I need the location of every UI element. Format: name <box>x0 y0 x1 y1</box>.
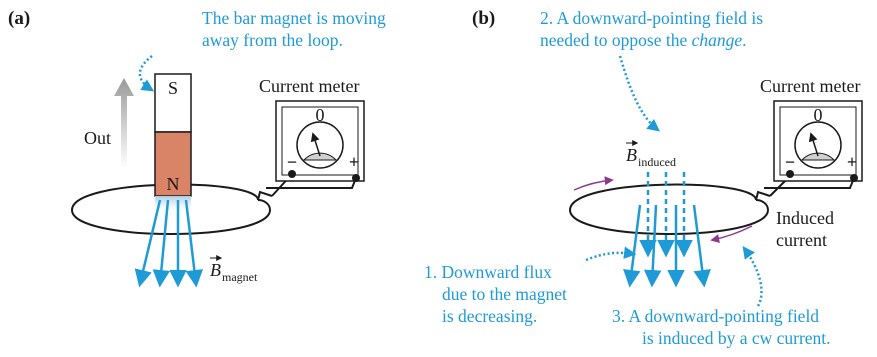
svg-text:B: B <box>210 260 221 280</box>
panel-b-label: (b) <box>472 8 495 29</box>
svg-text:+: + <box>847 152 857 172</box>
loop-b-back <box>569 183 757 211</box>
panel-b-note1-line-1: 1. Downward flux <box>424 262 552 282</box>
magnet-field-lines-b <box>623 204 711 288</box>
b-induced-label: B induced <box>626 140 676 169</box>
panel-b-note1-line-2: due to the magnet <box>442 284 567 304</box>
panel-b-note2-line-1: 2. A downward-pointing field is <box>540 8 763 28</box>
svg-text:−: − <box>785 152 795 172</box>
panel-a-note-line-2: away from the loop. <box>202 30 343 50</box>
induced-current-label-line-2: current <box>776 230 827 250</box>
loop-a-front <box>71 199 272 235</box>
svg-text:B: B <box>626 145 637 165</box>
loop-b-front <box>569 199 770 235</box>
svg-text:magnet: magnet <box>222 270 258 284</box>
svg-text:induced: induced <box>638 155 676 169</box>
panel-b-note1-line-3: is decreasing. <box>442 306 537 326</box>
magnet-field-lines <box>134 199 204 288</box>
meter-a-title: Current meter <box>259 76 359 96</box>
note1-pointer <box>585 246 637 262</box>
induced-current-label-line-1: Induced <box>776 208 834 228</box>
panel-a-label: (a) <box>8 8 30 29</box>
current-meter-b: Current meter 0 − + <box>760 76 863 182</box>
meter-b-title: Current meter <box>760 76 860 96</box>
svg-text:+: + <box>349 152 359 172</box>
svg-text:0: 0 <box>814 105 823 125</box>
b-magnet-label: B magnet <box>210 255 258 284</box>
panel-a-note-line-1: The bar magnet is moving <box>202 8 386 28</box>
loop-b-gap <box>755 190 771 201</box>
out-label: Out <box>84 128 111 148</box>
induced-current-arrow-2 <box>710 225 753 243</box>
panel-b-note2-line-2: needed to oppose the change. <box>540 30 747 50</box>
note3-pointer <box>742 245 763 307</box>
magnet-n-label: N <box>167 174 180 194</box>
panel-b-note3-line-2: is induced by a cw current. <box>642 328 831 348</box>
current-meter-a: Current meter 0 − + <box>259 76 365 182</box>
svg-text:−: − <box>287 152 297 172</box>
svg-text:0: 0 <box>316 105 325 125</box>
panel-b: (b) 2. A downward-pointing field is need… <box>424 8 863 348</box>
magnet-field-glow <box>155 196 191 214</box>
panel-a: (a) The bar magnet is moving away from t… <box>8 8 386 288</box>
induced-current-arrow-1 <box>573 176 614 191</box>
panel-b-note3-line-1: 3. A downward-pointing field <box>612 306 819 326</box>
induced-field-lines <box>639 172 693 258</box>
loop-a-gap <box>257 190 273 201</box>
note-pointer-a <box>138 55 155 92</box>
out-arrow <box>114 78 134 168</box>
note2-pointer <box>618 55 660 132</box>
magnet-s-label: S <box>168 78 178 98</box>
magnet-north-pole <box>154 131 192 197</box>
